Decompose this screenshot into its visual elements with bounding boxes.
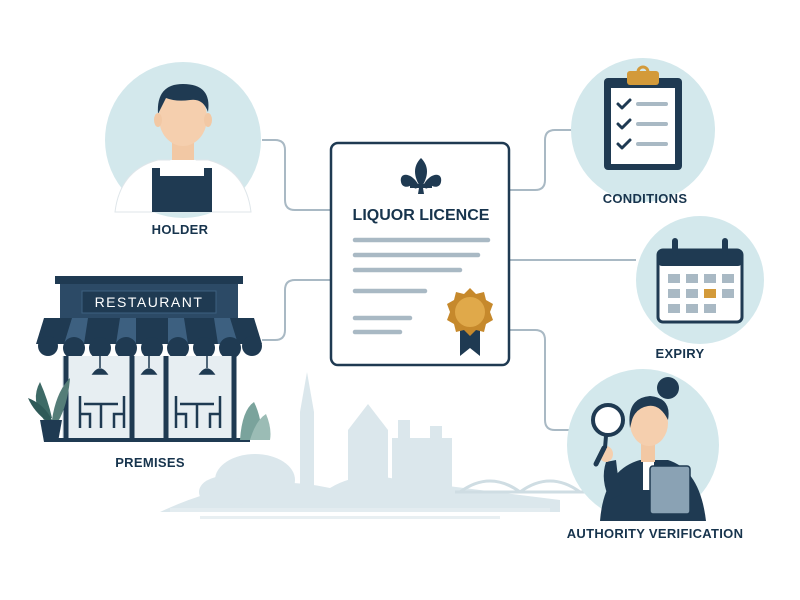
city-skyline-background: [160, 372, 585, 519]
connector-premises: [262, 279, 331, 341]
rosette-seal-icon: [447, 288, 493, 356]
inspector-magnifier-icon: [591, 377, 706, 521]
connector-conditions: [509, 129, 578, 191]
premises-label: PREMISES: [115, 455, 185, 470]
restaurant-sign: RESTAURANT: [95, 294, 204, 310]
expiry-node: [636, 216, 764, 344]
checklist-clipboard-icon: [604, 65, 682, 170]
calendar-icon: [656, 238, 744, 324]
storefront-icon: RESTAURANT: [28, 276, 271, 442]
connector-lines: [262, 129, 636, 431]
authority-verification-label: AUTHORITY VERIFICATION: [566, 526, 744, 541]
holder-node: [105, 62, 261, 218]
liquor-licence-certificate: LIQUOR LICENCE: [329, 141, 511, 367]
premises-node: RESTAURANT: [28, 276, 271, 442]
expiry-label: EXPIRY: [655, 346, 705, 361]
conditions-label: CONDITIONS: [602, 191, 688, 206]
holder-label: HOLDER: [151, 222, 209, 237]
conditions-node: [571, 58, 715, 202]
potted-plant-icon: [28, 378, 70, 442]
certificate-title: LIQUOR LICENCE: [353, 207, 490, 224]
person-icon: [114, 84, 252, 213]
authority-node: [567, 369, 719, 521]
fleur-de-lis-icon: [400, 158, 442, 194]
connector-holder: [262, 139, 331, 211]
certificate-text-lines: [352, 237, 491, 335]
connector-authority: [509, 329, 576, 431]
